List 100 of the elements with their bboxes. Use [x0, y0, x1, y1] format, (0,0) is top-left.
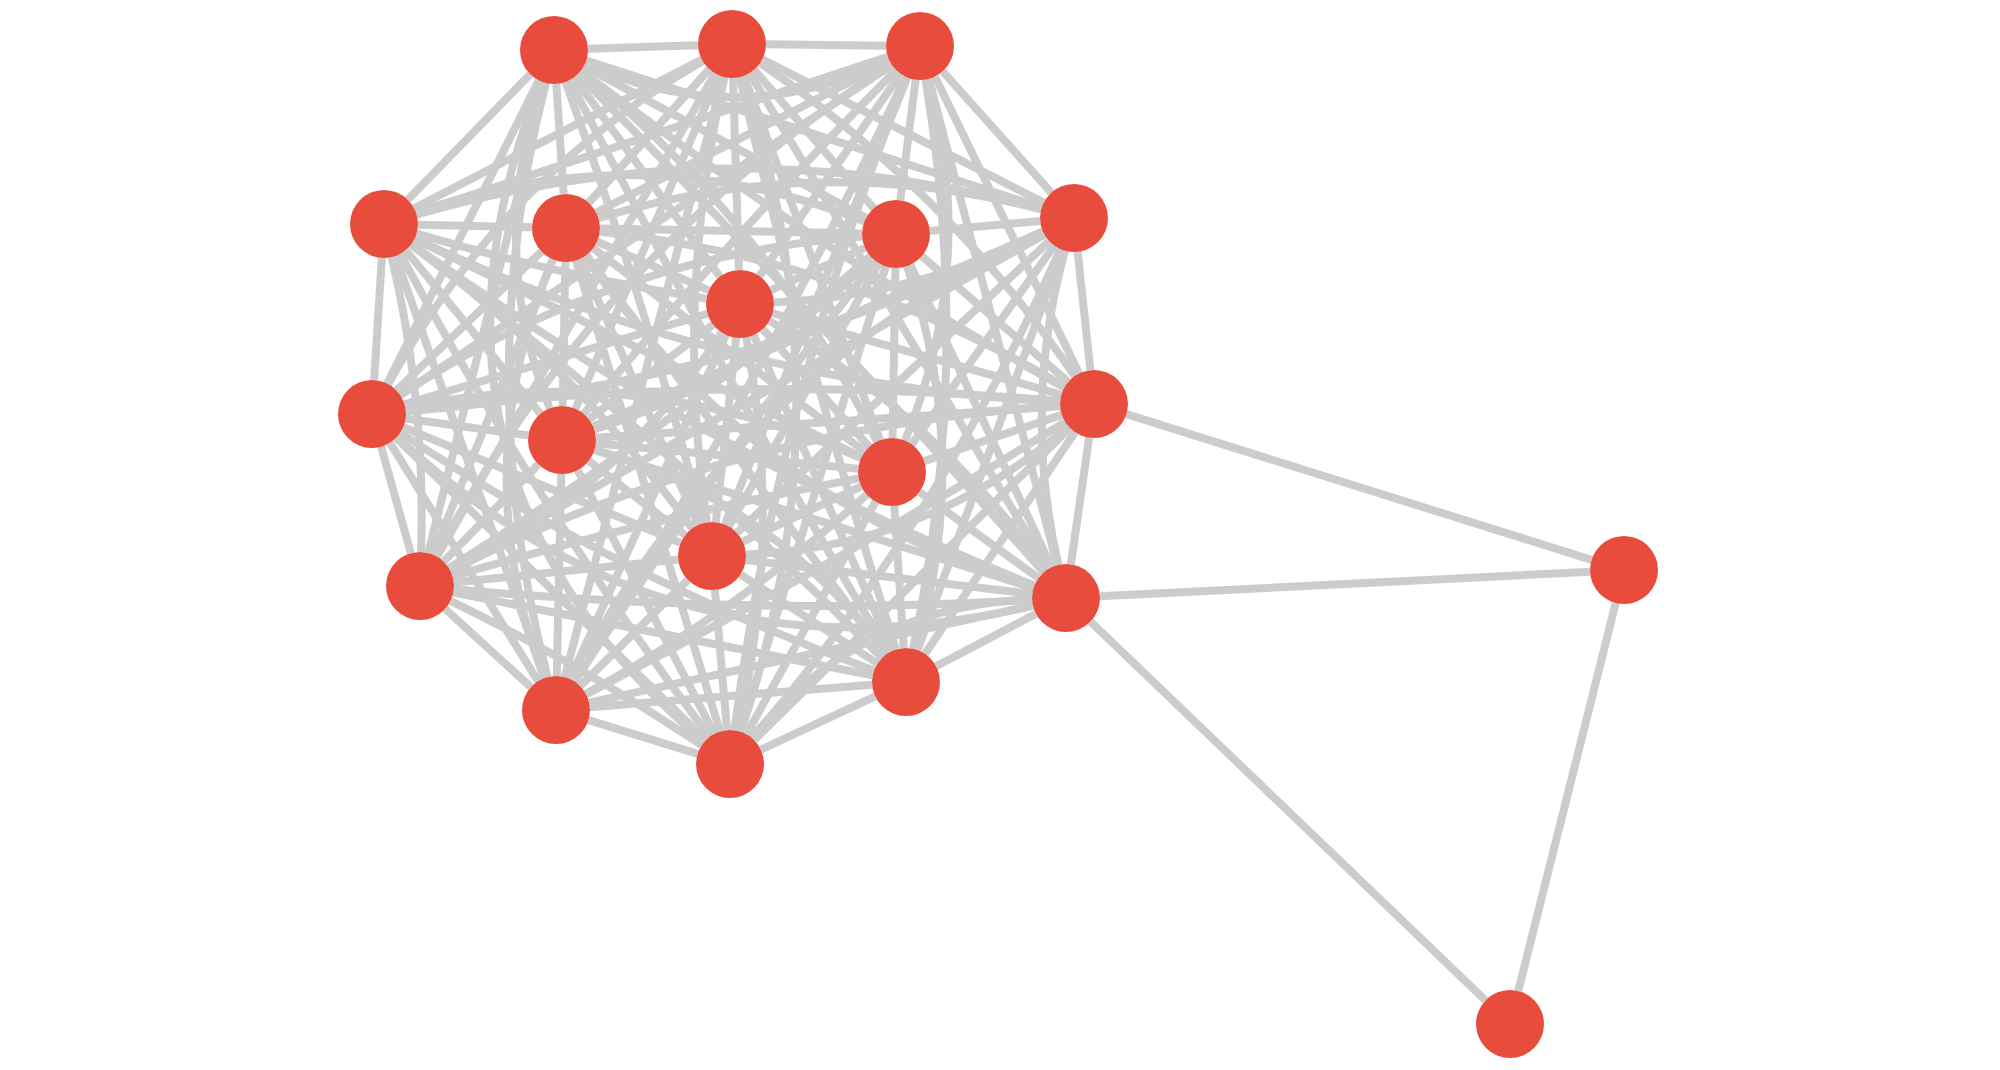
circle-node	[520, 16, 588, 84]
edge-line	[575, 71, 1047, 576]
edge-line	[1037, 249, 1069, 566]
edge-line	[386, 440, 542, 684]
edge-line	[934, 610, 1038, 670]
edge-line	[890, 505, 908, 649]
edge-line	[384, 57, 705, 387]
edge-line	[387, 256, 426, 553]
edge-line	[552, 473, 566, 677]
edge-line	[730, 76, 911, 731]
edge-line	[572, 259, 724, 733]
edge-line	[401, 423, 683, 547]
edge-line	[909, 78, 951, 650]
edge-line	[404, 71, 534, 203]
edge-line	[586, 321, 716, 423]
edge-line	[398, 429, 876, 675]
edge-line	[595, 402, 1061, 442]
edge-line	[391, 254, 549, 680]
edge-line	[745, 556, 1033, 598]
edge-line	[453, 555, 679, 587]
edge-line	[1125, 410, 1593, 564]
edge-line	[595, 439, 859, 473]
circle-node	[886, 12, 954, 80]
edge-line	[590, 245, 868, 455]
edge-line	[417, 220, 533, 232]
edge-line	[570, 75, 724, 279]
edge-line	[735, 76, 900, 651]
circle-node	[696, 730, 764, 798]
circle-node	[1032, 564, 1100, 632]
edge-line	[451, 474, 860, 581]
edge-line	[377, 445, 415, 555]
edge-line	[595, 237, 711, 295]
circle-node	[1590, 536, 1658, 604]
edge-line	[585, 66, 713, 206]
edge-line	[725, 261, 883, 529]
edge-line	[398, 232, 863, 399]
edge-line	[383, 78, 543, 386]
edge-line	[442, 605, 534, 691]
edge-line	[939, 68, 1055, 196]
edge-line	[734, 238, 1052, 536]
edge-line	[448, 597, 704, 749]
edge-line	[913, 248, 1067, 652]
edge-line	[929, 217, 1041, 235]
circle-node	[350, 190, 418, 258]
edge-line	[750, 333, 896, 653]
edge-line	[711, 337, 741, 523]
edge-line	[393, 248, 545, 394]
edge-line	[743, 499, 879, 737]
edge-line	[561, 80, 708, 525]
edge-line	[738, 571, 880, 667]
circle-node	[872, 648, 940, 716]
edge-line	[759, 326, 873, 450]
edge-line	[415, 164, 1043, 219]
edge-line	[1514, 602, 1620, 992]
edge-line	[922, 411, 1064, 465]
edge-line	[558, 261, 570, 407]
edge-line	[589, 680, 873, 712]
edge-line	[741, 482, 863, 546]
edge-line	[599, 224, 863, 238]
edge-line	[587, 716, 699, 758]
edge-line	[903, 264, 947, 651]
circle-node	[338, 380, 406, 448]
edge-line	[402, 247, 544, 417]
edge-line	[769, 244, 867, 294]
edge-line	[921, 429, 1079, 657]
edge-line	[597, 178, 1043, 222]
edge-line	[908, 243, 1058, 447]
edge-line	[729, 77, 743, 271]
edge-line	[751, 425, 1073, 743]
edge-line	[552, 83, 568, 195]
edge-line	[584, 418, 1068, 698]
edge-line	[582, 62, 868, 222]
edge-line	[756, 71, 904, 279]
edge-line	[403, 309, 709, 409]
edge-line	[765, 40, 887, 50]
edge-line	[759, 692, 877, 754]
circle-node	[532, 194, 600, 262]
circle-node	[522, 676, 590, 744]
edge-line	[917, 488, 1041, 582]
edge-line	[586, 457, 688, 539]
edge-line	[690, 76, 729, 523]
circle-node	[1060, 370, 1128, 438]
edge-line	[440, 461, 542, 565]
edge-line	[760, 55, 1046, 207]
edge-line	[771, 309, 1063, 399]
edge-line	[919, 253, 1071, 385]
edge-line	[757, 59, 1078, 379]
edge-line	[429, 257, 557, 557]
circle-node	[698, 10, 766, 78]
edge-line	[733, 336, 767, 732]
edge-line	[591, 227, 1045, 431]
edge-line	[710, 589, 732, 731]
edge-line	[571, 73, 723, 411]
edge-line	[1099, 567, 1591, 601]
edge-line	[396, 252, 713, 740]
edge-line	[1066, 437, 1094, 565]
edge-line	[1087, 618, 1489, 1004]
edge-line	[751, 67, 877, 211]
edge-line	[896, 79, 920, 201]
edge-line	[906, 263, 1056, 569]
